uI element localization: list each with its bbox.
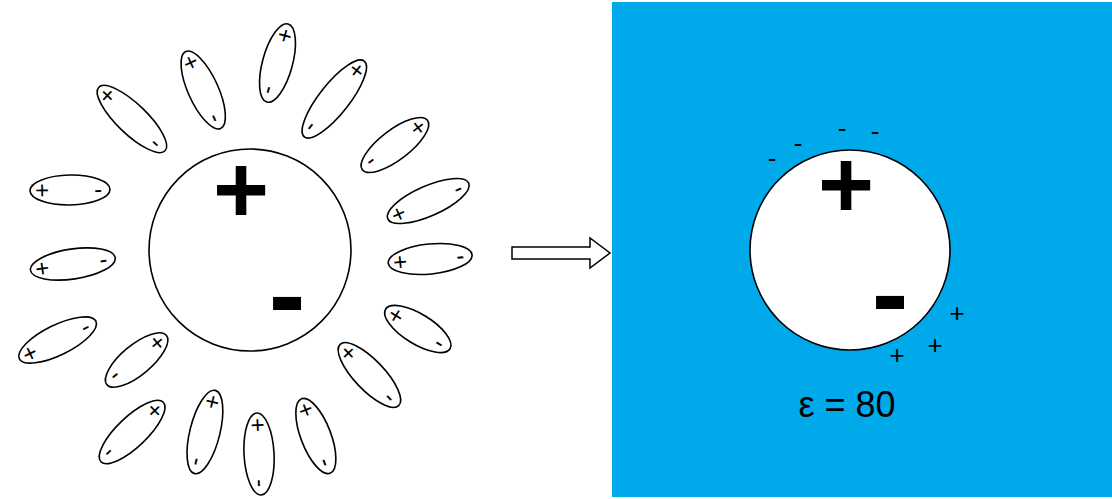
induced-charge: - [768,145,777,171]
solvent-dipole: +- [96,322,177,397]
charge-sign: + [213,142,269,238]
charged-sphere: +- [749,149,951,351]
ellipse-shape [172,45,234,134]
ellipse-outline [96,322,177,397]
ellipse-shape [88,76,175,161]
ellipse-outline [87,74,177,162]
ellipse-shape [28,242,117,284]
dipole-sign: - [94,177,102,201]
charge-sign: - [872,238,909,348]
solvent-dipole: +- [171,44,236,136]
ellipse-shape [378,296,458,361]
solvent-dipole: +- [241,411,277,497]
solvent-dipole: +- [352,106,438,182]
ellipse-shape [387,240,474,278]
permittivity-label: ε = 80 [798,387,895,423]
solvent-dipole: +- [327,333,410,418]
solvent-dipole: +- [291,50,377,147]
ellipse-shape [252,19,302,105]
ellipse-shape [13,307,103,372]
ellipse-outline [327,333,410,418]
induced-charge: - [794,130,803,156]
solvent-dipole: +- [381,168,477,234]
rect-shape [612,2,1112,497]
induced-charge: + [949,300,964,326]
ellipse-outline [291,50,377,147]
ellipse-outline [352,106,438,182]
charge-sign: + [818,137,874,233]
solvent-dipole: +- [27,241,118,285]
solvent-dipole: +- [385,239,474,279]
dipole-sign: + [392,249,408,274]
solvent-dipole: +- [251,18,304,106]
ellipse-shape [242,412,276,496]
solvent-dipole: +- [11,306,103,373]
ellipse-shape [293,51,376,145]
induced-charge: + [927,332,942,358]
solvent-dipole: +- [87,74,177,162]
dipole-sign: - [249,478,273,487]
charge-sign: - [269,239,306,349]
ellipse-shape [97,324,176,396]
ellipse-outline [377,295,460,363]
ellipse-outline [11,306,103,373]
ellipse-shape [288,393,345,478]
dipole-sign: + [35,178,49,202]
ellipse-shape [353,108,436,181]
dipole-sign: + [246,417,271,432]
ellipse-shape [329,334,409,416]
ellipse-outline [90,389,176,473]
ellipse-shape [30,174,111,205]
solvent-dipole: +- [377,295,460,363]
ellipse-shape [382,169,475,232]
charged-sphere: +- [148,148,352,352]
solvent-dipole: +- [29,173,112,206]
hollow-arrow [512,238,610,268]
dielectric-medium: ----+++ε = 80+- [612,2,1112,497]
ellipse-shape [91,391,174,472]
solvent-dipole: +- [286,392,345,480]
solvent-dipole: +- [178,386,230,479]
solvent-dipole: +- [90,389,176,473]
dipole-sign: + [33,255,50,281]
ellipse-shape [180,387,230,478]
